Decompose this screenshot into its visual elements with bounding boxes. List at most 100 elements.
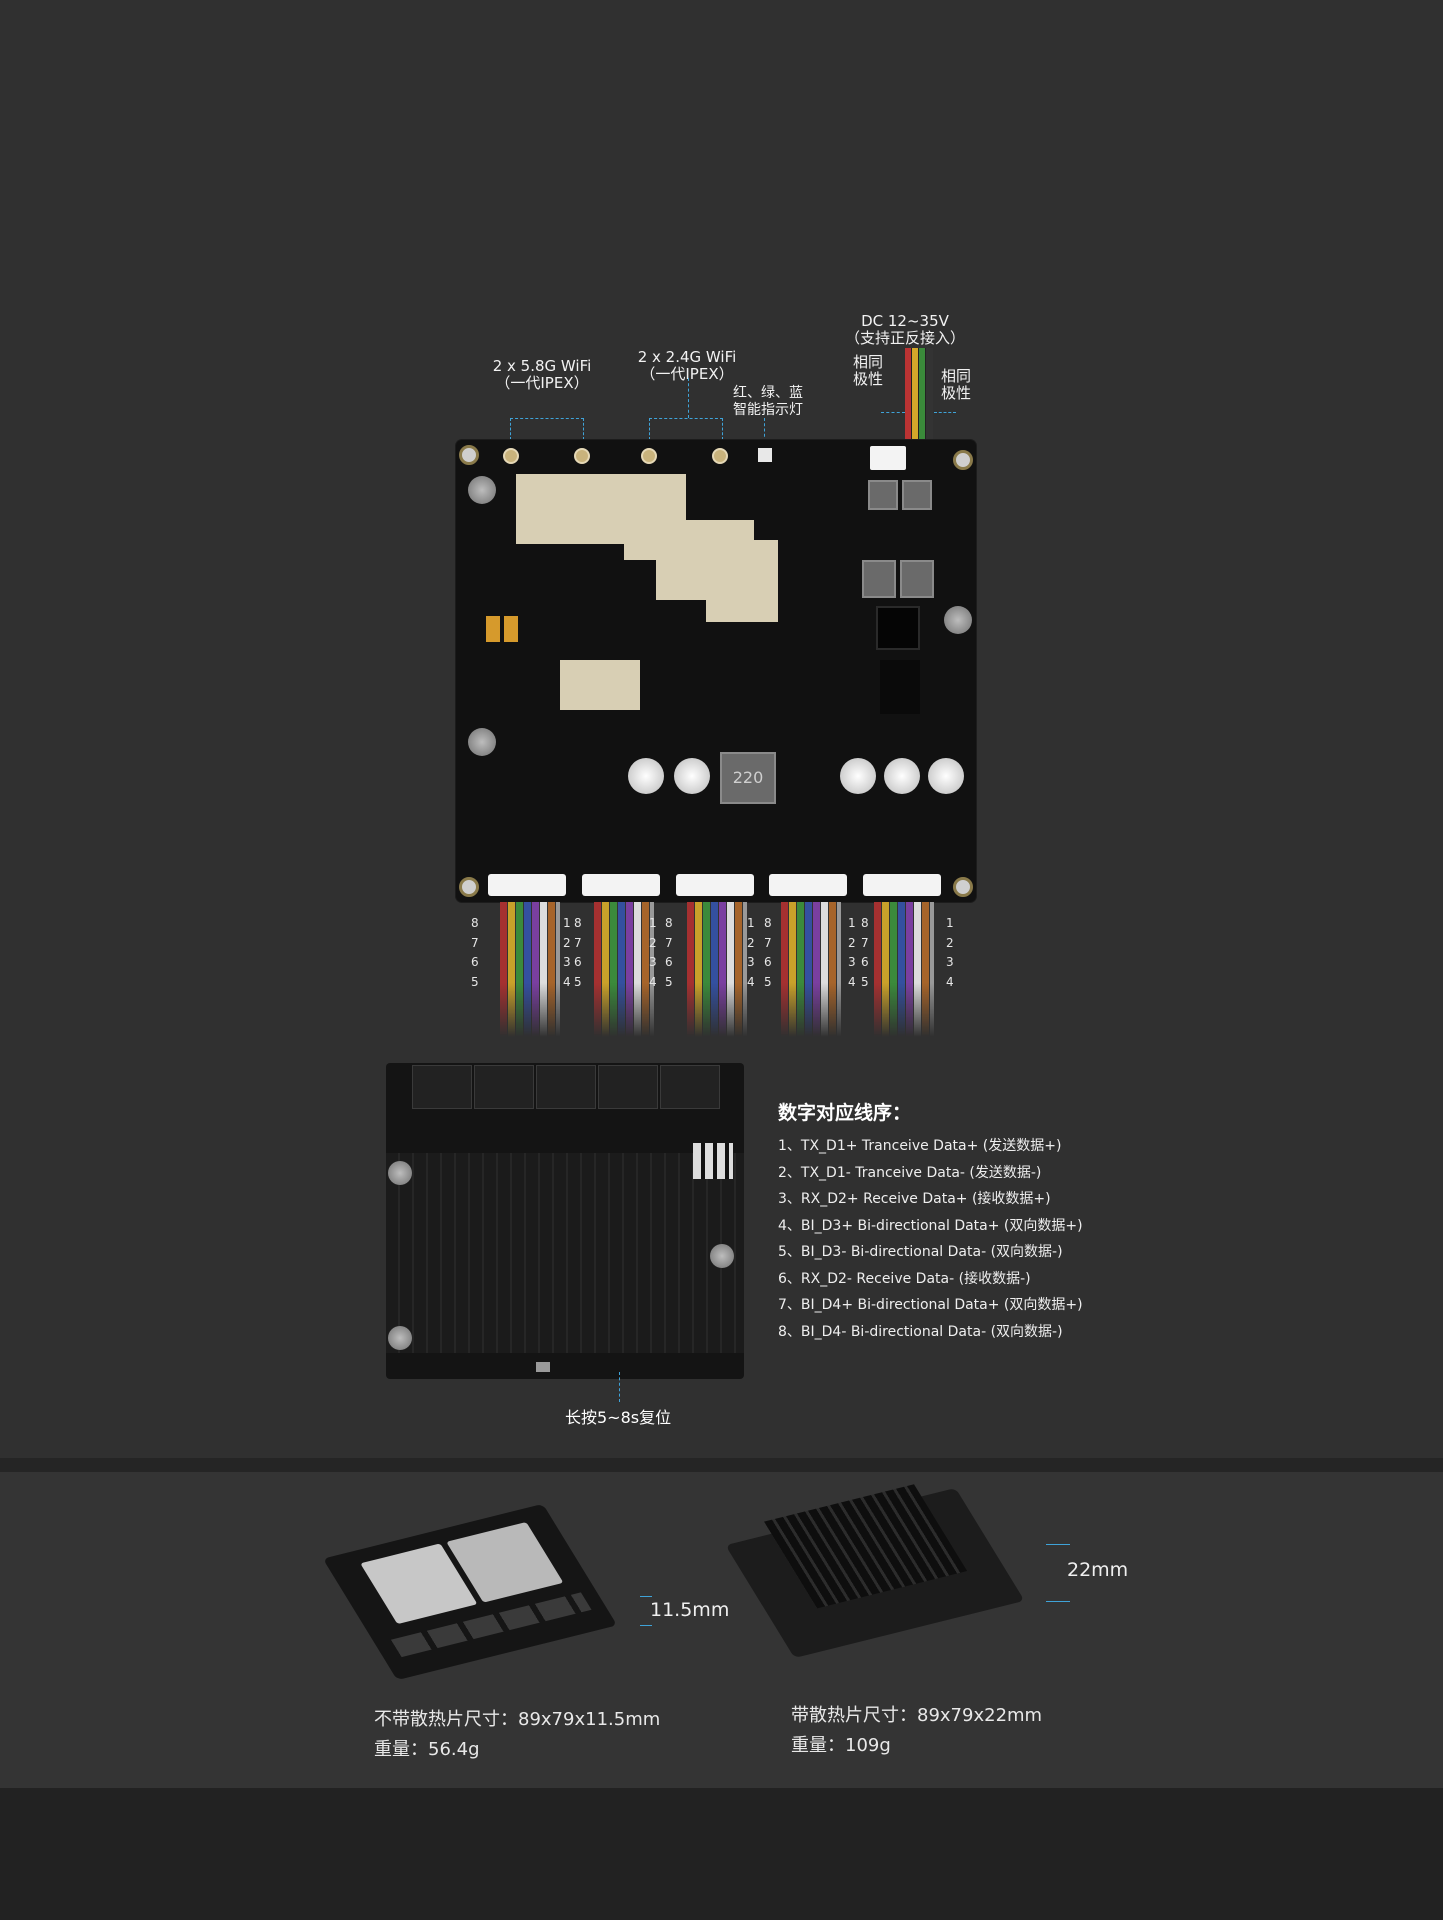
pinout-item: 7、BI_D4+ Bi-directional Data+ (双向数据+) bbox=[778, 1297, 1083, 1313]
height-left-label: 11.5mm bbox=[650, 1599, 730, 1621]
copper-area-5 bbox=[560, 660, 640, 710]
pinout-item: 6、RX_D2- Receive Data- (接收数据-) bbox=[778, 1270, 1031, 1287]
heatsink bbox=[386, 1153, 744, 1353]
inductor-small-2 bbox=[902, 480, 932, 510]
pinout-item: 8、BI_D4- Bi-directional Data- (双向数据-) bbox=[778, 1323, 1063, 1340]
screw-1 bbox=[468, 476, 496, 504]
led-label-line2: 智能指示灯 bbox=[733, 402, 803, 418]
ethernet-connector-3 bbox=[676, 874, 754, 896]
pin-label: 7 bbox=[471, 935, 479, 950]
pinout-item: 5、BI_D3- Bi-directional Data- (双向数据-) bbox=[778, 1244, 1063, 1260]
reset-callout-line bbox=[619, 1372, 620, 1402]
tantalum-cap-1 bbox=[486, 616, 500, 642]
power-inductor-black bbox=[876, 606, 920, 650]
port-wires-1 bbox=[500, 902, 560, 1037]
pin-label: 6 bbox=[471, 955, 479, 969]
wifi58-label: 2 x 5.8G WiFi （一代IPEX） bbox=[487, 358, 597, 392]
wifi58-callout-drop-left bbox=[510, 418, 511, 440]
polarity-right-label: 相同 极性 bbox=[936, 368, 976, 402]
wifi24-label: 2 x 2.4G WiFi （一代IPEX） bbox=[632, 349, 742, 383]
bottom-screw-1 bbox=[388, 1161, 412, 1185]
pin-label: 1 bbox=[848, 916, 856, 930]
mount-hole-tl bbox=[459, 445, 479, 465]
product-diagram-section: 2 x 5.8G WiFi （一代IPEX） 2 x 2.4G WiFi （一代… bbox=[386, 312, 1083, 1427]
reset-label: 长按5~8s复位 bbox=[565, 1408, 672, 1427]
rgb-led bbox=[758, 448, 772, 462]
ipex-connector-1 bbox=[503, 448, 519, 464]
sim-contacts bbox=[693, 1143, 733, 1179]
pin-label: 4 bbox=[946, 974, 954, 989]
pin-label: 3 bbox=[747, 955, 755, 969]
dc-label-line1: DC 12~35V bbox=[861, 312, 949, 330]
port-wires-5 bbox=[874, 902, 934, 1037]
pin-label: 8 bbox=[764, 916, 772, 930]
spec-with-heatsink-size: 带散热片尺寸：89x79x22mm bbox=[791, 1705, 1043, 1726]
inductor-220-main: 220 bbox=[720, 752, 776, 804]
pin-label: 2 bbox=[848, 935, 856, 950]
section-divider bbox=[0, 1458, 1443, 1472]
heatsink-fins bbox=[763, 1484, 968, 1609]
pin-label: 4 bbox=[649, 974, 657, 989]
wifi24-callout-drop-left bbox=[649, 418, 650, 440]
wifi58-callout-drop-right bbox=[583, 418, 584, 440]
wifi24-label-line2: （一代IPEX） bbox=[640, 365, 734, 383]
regulator-chip bbox=[880, 660, 920, 714]
inductor-220-1 bbox=[862, 560, 896, 598]
pin-label: 3 bbox=[946, 955, 954, 969]
pin-label: 3 bbox=[649, 955, 657, 969]
led-callout-line bbox=[764, 418, 765, 442]
screw-2 bbox=[468, 728, 496, 756]
pin-label: 8 bbox=[574, 916, 582, 930]
wifi24-callout-drop-right bbox=[722, 418, 723, 440]
pin-label: 5 bbox=[574, 974, 582, 989]
module-slot-1 bbox=[412, 1065, 472, 1109]
pin-label: 2 bbox=[946, 935, 954, 950]
pinout-title: 数字对应线序： bbox=[778, 1102, 912, 1124]
ethernet-connector-2 bbox=[582, 874, 660, 896]
pin-label: 2 bbox=[563, 935, 571, 950]
router-board-top-view: 220 bbox=[456, 440, 976, 902]
pin-label: 8 bbox=[471, 916, 479, 930]
pin-label: 1 bbox=[649, 916, 657, 930]
pin-label: 6 bbox=[574, 955, 582, 969]
pin-label: 6 bbox=[764, 955, 772, 969]
capacitor-1 bbox=[628, 758, 664, 794]
footer-band bbox=[0, 1788, 1443, 1920]
pin-label: 7 bbox=[861, 935, 869, 950]
port-wires-3 bbox=[687, 902, 747, 1037]
capacitor-5 bbox=[928, 758, 964, 794]
capacitor-4 bbox=[884, 758, 920, 794]
wifi24-callout-stem bbox=[688, 378, 689, 418]
reset-button[interactable] bbox=[536, 1362, 550, 1372]
pinout-item: 2、TX_D1- Tranceive Data- (发送数据-) bbox=[778, 1164, 1042, 1181]
mount-hole-bl bbox=[459, 877, 479, 897]
spec-no-heatsink-size: 不带散热片尺寸：89x79x11.5mm bbox=[374, 1709, 661, 1730]
wifi58-label-line1: 2 x 5.8G WiFi bbox=[492, 357, 592, 375]
pin-label: 3 bbox=[848, 955, 856, 969]
board-no-heatsink-image bbox=[322, 1503, 618, 1681]
spec-with-heatsink: 带散热片尺寸：89x79x22mm 重量：109g bbox=[791, 1701, 1042, 1761]
dc-input-connector bbox=[870, 446, 906, 470]
dimensions-section: 11.5mm 22mm 不带散热片尺寸：89x79x11.5mm 重量：56.4… bbox=[0, 1472, 1443, 1788]
port1-pins-left: 8 7 6 5 bbox=[471, 914, 479, 992]
pin-label: 5 bbox=[861, 974, 869, 989]
mount-hole-tr bbox=[953, 450, 973, 470]
pin-label: 5 bbox=[471, 974, 479, 989]
pin-label: 8 bbox=[861, 916, 869, 930]
pin-label: 3 bbox=[563, 955, 571, 969]
inductor-220-2 bbox=[900, 560, 934, 598]
wifi24-callout-line bbox=[649, 418, 723, 419]
polarity-right-line2: 极性 bbox=[940, 384, 971, 402]
ethernet-connector-4 bbox=[769, 874, 847, 896]
height-right-label: 22mm bbox=[1067, 1559, 1129, 1581]
pin-label: 8 bbox=[665, 916, 673, 930]
pinout-item: 4、BI_D3+ Bi-directional Data+ (双向数据+) bbox=[778, 1217, 1083, 1234]
dc-label: DC 12~35V （支持正反接入） bbox=[840, 313, 970, 347]
ipex-connector-3 bbox=[641, 448, 657, 464]
